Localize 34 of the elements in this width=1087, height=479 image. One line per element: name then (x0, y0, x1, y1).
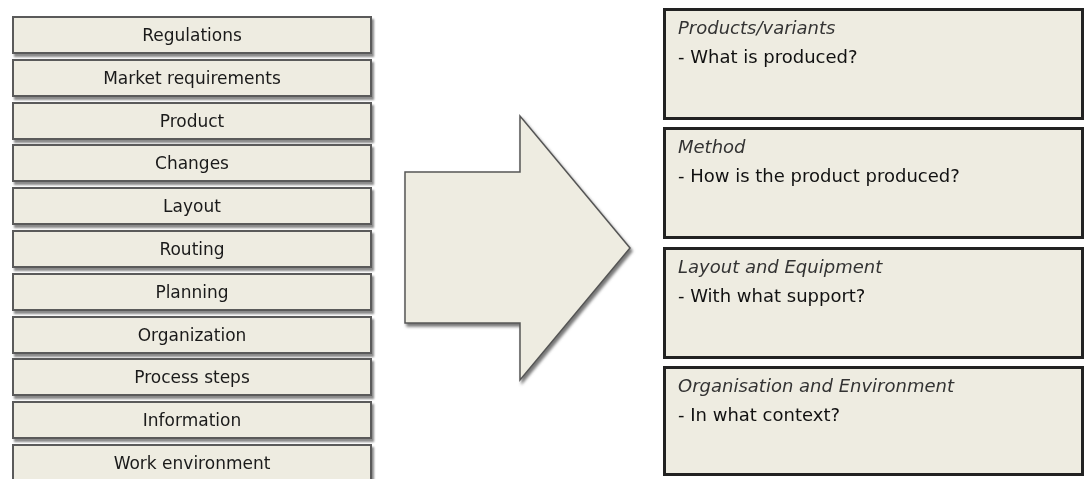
factor-label: Routing (159, 239, 225, 259)
factor-box (12, 16, 372, 54)
factor-label: Changes (155, 153, 229, 174)
factor-box (12, 58, 372, 97)
category-heading: Layout and Equipment (678, 256, 884, 277)
category-heading: Products/variants (678, 17, 837, 38)
category-question: - With what support? (678, 285, 867, 306)
category-heading: Method (678, 136, 747, 157)
category-box (663, 8, 1084, 120)
factor-box (12, 144, 372, 183)
factor-box (12, 401, 372, 440)
category-heading: Organisation and Environment (678, 375, 956, 396)
category-question: - How is the product produced? (678, 165, 961, 186)
category-box (663, 366, 1084, 476)
factor-label: Layout (163, 196, 221, 217)
factor-label: Product (159, 110, 225, 131)
factor-label: Work environment (113, 453, 271, 473)
factor-box (12, 187, 372, 226)
factor-label: Market requirements (103, 67, 281, 88)
factor-box (12, 230, 372, 268)
factor-label: Information (142, 410, 242, 431)
factor-box (12, 444, 372, 479)
category-box (663, 247, 1084, 359)
factor-box (12, 315, 372, 354)
factor-box (12, 101, 372, 140)
category-question: - What is produced? (678, 46, 859, 67)
factor-label: Process steps (134, 367, 250, 388)
factor-box (12, 272, 372, 311)
factor-label: Regulations (142, 25, 242, 45)
factor-label: Planning (155, 281, 229, 302)
factor-label: Organization (137, 324, 247, 345)
category-box (663, 127, 1084, 239)
category-question: - In what context? (678, 404, 841, 425)
factor-box (12, 358, 372, 397)
